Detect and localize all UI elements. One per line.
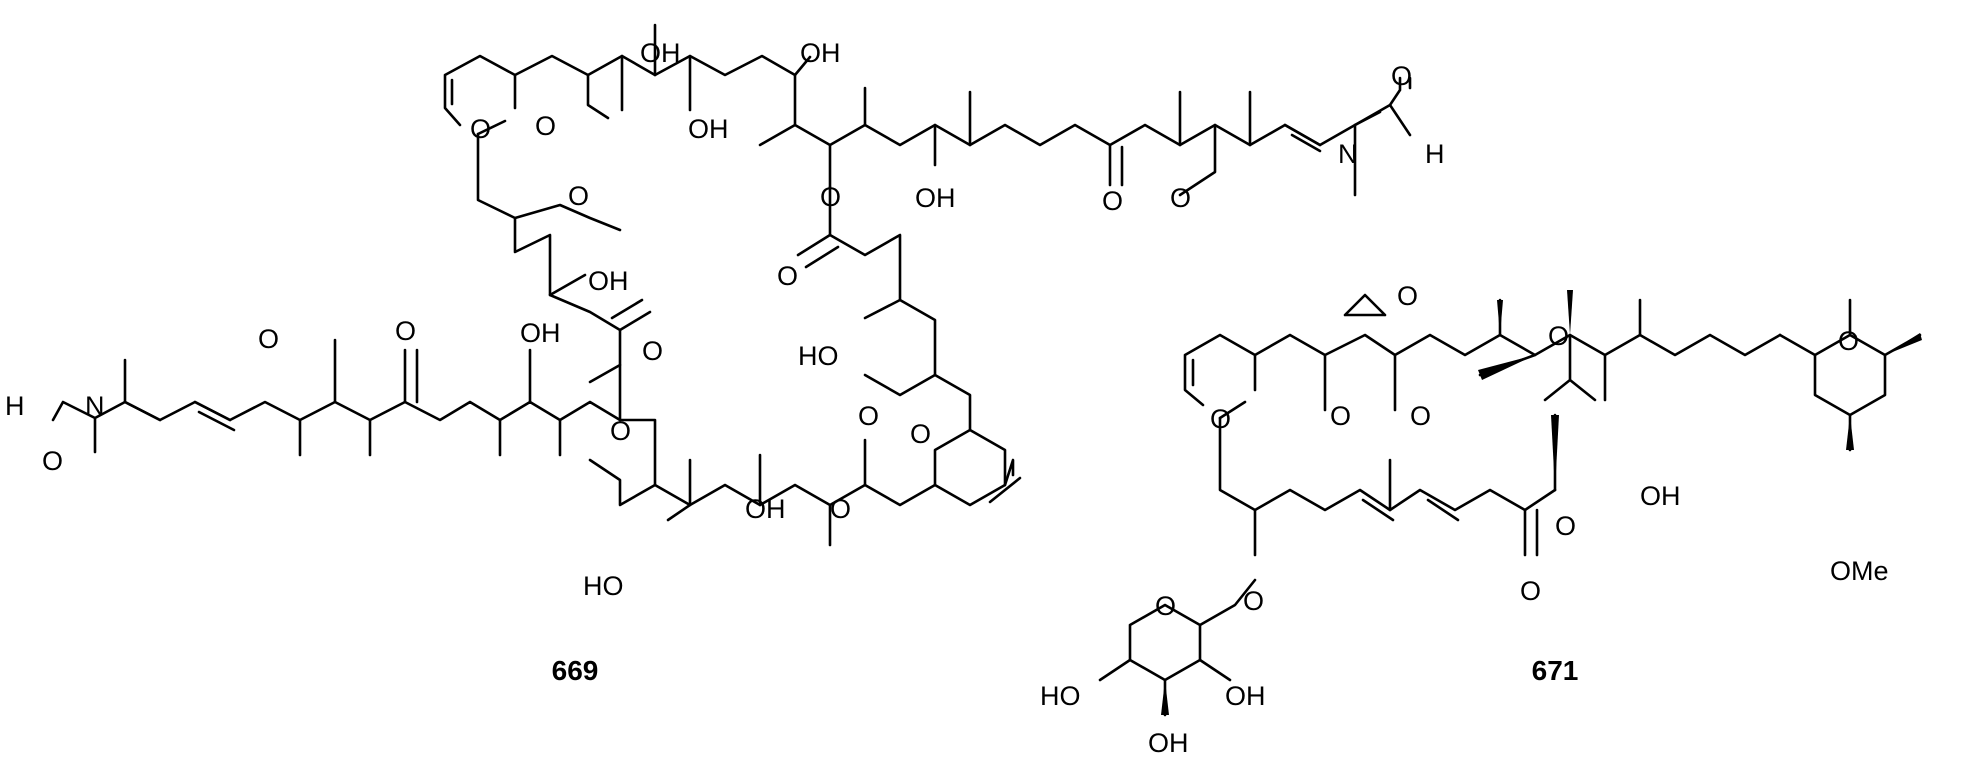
atom-label: OH [745, 494, 786, 524]
atom-label: O [1555, 511, 1576, 541]
atom-label: O [1391, 61, 1412, 91]
atom-label: OH [1225, 681, 1266, 711]
atom-label: N [85, 391, 105, 421]
compound-669-structure [51, 23, 1412, 547]
atom-label: O [1397, 281, 1418, 311]
atom-label: OMe [1830, 556, 1889, 586]
atom-label: O [642, 336, 663, 366]
atom-label: OH [688, 114, 729, 144]
atom-labels: O OH O OH OH O OH O O N O H O OH O O O H… [5, 38, 1889, 758]
atom-label: O [395, 316, 416, 346]
atom-label: O [1170, 183, 1191, 213]
atom-label: OH [640, 38, 681, 68]
atom-label: HO [583, 571, 624, 601]
atom-label: O [1155, 591, 1176, 621]
atom-label: O [1243, 586, 1264, 616]
atom-label: N [1338, 139, 1358, 169]
atom-label: OH [1148, 728, 1189, 758]
atom-label: O [820, 182, 841, 212]
atom-label: O [777, 261, 798, 291]
atom-label: O [568, 181, 589, 211]
atom-label: OH [915, 183, 956, 213]
compound-671-structure [1098, 293, 1922, 717]
atom-label: O [470, 114, 491, 144]
atom-label: OH [588, 266, 629, 296]
atom-label: O [1102, 186, 1123, 216]
atom-label: HO [798, 341, 839, 371]
atom-label: OH [520, 318, 561, 348]
compound-label-669: 669 [552, 655, 599, 686]
atom-label: O [1210, 404, 1231, 434]
atom-label: O [830, 494, 851, 524]
atom-label: H [5, 391, 25, 421]
atom-label: OH [800, 38, 841, 68]
atom-label: O [1520, 576, 1541, 606]
atom-label: O [1548, 321, 1569, 351]
atom-label: H [1425, 139, 1445, 169]
atom-label: O [858, 401, 879, 431]
compound-label-671: 671 [1532, 655, 1579, 686]
atom-label: O [42, 446, 63, 476]
atom-label: O [1330, 401, 1351, 431]
atom-label: HO [1040, 681, 1081, 711]
atom-label: OH [1640, 481, 1681, 511]
stereo-bonds [1161, 290, 1922, 715]
atom-label: O [910, 419, 931, 449]
atom-label: O [1410, 401, 1431, 431]
atom-label: O [535, 111, 556, 141]
atom-label: O [1838, 326, 1859, 356]
atom-label: O [610, 416, 631, 446]
atom-label: O [258, 324, 279, 354]
